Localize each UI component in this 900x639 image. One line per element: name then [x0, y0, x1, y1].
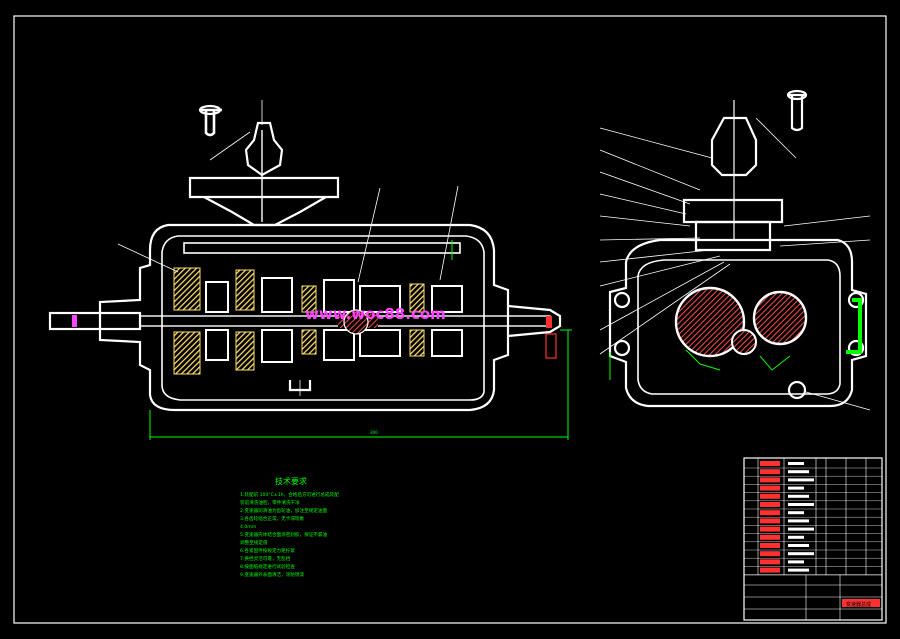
parts-row-text	[788, 511, 804, 515]
side-view-leaders	[599, 117, 871, 411]
parts-row-cell	[760, 543, 780, 548]
parts-row-cell	[760, 477, 780, 483]
parts-row-text	[788, 494, 809, 498]
side-view-gears	[609, 286, 862, 380]
parts-row-cell	[760, 469, 780, 475]
main-view-leaders	[117, 100, 459, 396]
parts-row-text	[788, 535, 804, 539]
note-line: 9.变速器外表面清洁，涂防锈漆	[240, 571, 305, 578]
side-section-view	[608, 89, 868, 408]
note-line: 调整至规定值	[240, 539, 268, 546]
parts-row-cell	[760, 493, 780, 499]
note-line: 4.0mm	[240, 524, 257, 530]
parts-row-text	[788, 568, 809, 572]
note-line: 8.按图纸规定进行试验检查	[240, 563, 295, 570]
parts-row-text	[788, 470, 809, 474]
parts-row-cell	[760, 510, 780, 516]
parts-row-text	[788, 560, 804, 564]
parts-row-text	[788, 519, 809, 523]
note-line: 装前清洗油腔，零件清洗干净	[240, 499, 300, 506]
parts-row-text	[788, 503, 814, 506]
note-line: 2.变速器润滑油为齿轮油，加注至规定油面	[240, 507, 327, 514]
note-line: 1.装配前 100°C±1h，合格后方可进行总成装配	[240, 491, 339, 498]
parts-row-cell	[760, 551, 780, 557]
parts-row-cell	[760, 461, 780, 466]
parts-row-text	[788, 462, 804, 465]
parts-row-text	[788, 527, 814, 531]
drawing-border	[13, 15, 887, 624]
parts-row-cell	[760, 559, 780, 565]
parts-list-rows	[744, 461, 882, 575]
note-line: 3.各齿轮啮合正常，无卡滞现象	[240, 515, 305, 522]
main-view-gears	[72, 267, 557, 375]
parts-row-cell	[760, 534, 780, 540]
parts-row-cell	[760, 567, 780, 573]
dimension-lines	[149, 240, 572, 440]
parts-row-text	[788, 478, 814, 482]
watermark: www.woc88.com	[305, 305, 446, 323]
technical-notes: 技术要求 1.装配前 100°C±1h，合格后方可进行总成装配 装前清洗油腔，零…	[240, 476, 339, 578]
main-section-view	[48, 104, 562, 412]
parts-row-text	[788, 544, 809, 547]
parts-row-cell	[760, 518, 780, 524]
note-line: 6.各紧固件按规定力矩拧紧	[240, 547, 295, 554]
notes-title: 技术要求	[275, 476, 307, 486]
note-line: 7.换挡灵活可靠，无乱挡	[240, 555, 291, 562]
parts-row-cell	[760, 502, 780, 507]
parts-row-cell	[760, 526, 780, 532]
parts-row-cell	[760, 485, 780, 491]
title-block-title: 变速器总成	[846, 601, 871, 608]
parts-row-text	[788, 552, 814, 556]
note-line: 5.变速器壳体结合面涂密封胶，保证不漏油	[240, 531, 327, 538]
title-block: 变速器总成	[743, 457, 883, 621]
parts-row-text	[788, 486, 804, 490]
dimension-label: 300	[370, 430, 378, 435]
